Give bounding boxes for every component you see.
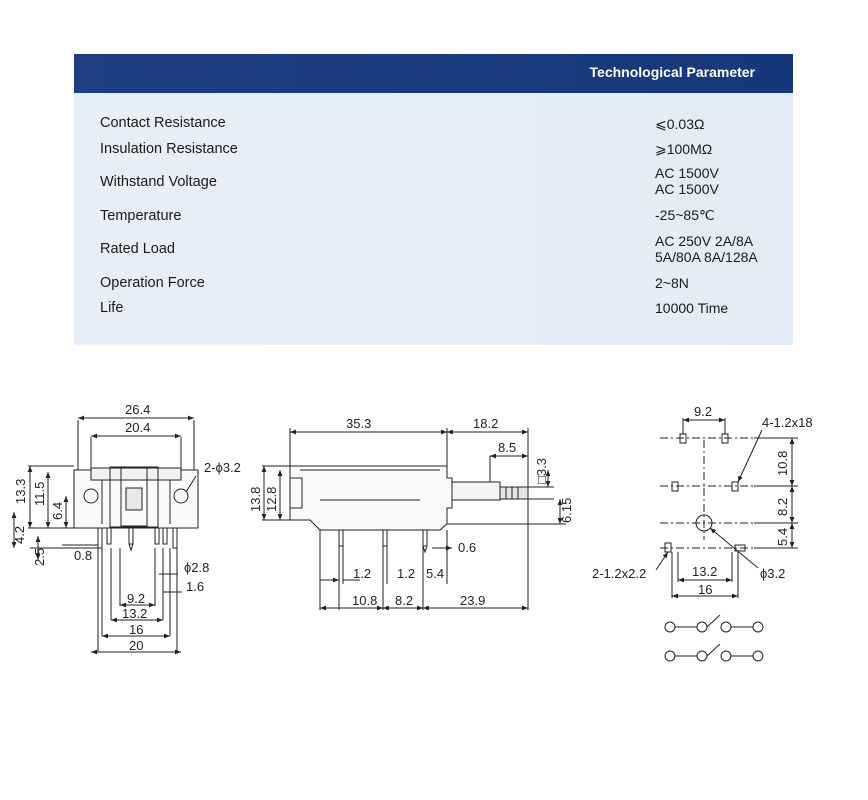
pcb-footprint-drawing (655, 417, 798, 662)
front-dim-9-2: 9.2 (127, 591, 145, 606)
front-dim-26-4: 26.4 (125, 402, 150, 417)
pcb-dim-13-2: 13.2 (692, 564, 717, 579)
front-view-labels: 26.4 20.4 13.3 11.5 6.4 4.2 2.5 0.8 2-ϕ3… (12, 402, 241, 653)
pcb-dim-16: 16 (698, 582, 712, 597)
pcb-dim-5-4: 5.4 (775, 528, 790, 546)
param-label-contact-resistance: Contact Resistance (100, 115, 226, 131)
pcb-slot2-callout: 2-1.2x2.2 (592, 566, 646, 581)
side-dim-23-9: 23.9 (460, 593, 485, 608)
front-dim-13-3: 13.3 (13, 479, 28, 504)
pcb-hole-diameter: ϕ3.2 (760, 566, 785, 581)
param-label-insulation-resistance: Insulation Resistance (100, 141, 238, 157)
side-dim-5-4: 5.4 (426, 566, 444, 581)
param-value-operation-force: 2~8N (655, 275, 689, 291)
side-dim-8-5: 8.5 (498, 440, 516, 455)
side-dim-1-2b: 1.2 (397, 566, 415, 581)
front-dim-0-8: 0.8 (74, 548, 92, 563)
front-dim-20: 20 (129, 638, 143, 653)
front-dim-1-6: 1.6 (186, 579, 204, 594)
side-dim-6-15: 6.15 (559, 498, 574, 523)
side-dim-1-2a: 1.2 (353, 566, 371, 581)
side-dim-12-8: 12.8 (264, 487, 279, 512)
side-dim-35-3: 35.3 (346, 416, 371, 431)
pcb-dim-9-2: 9.2 (694, 404, 712, 419)
front-dim-2-5: 2.5 (32, 548, 47, 566)
front-pin-diameter: ϕ2.8 (184, 560, 209, 575)
param-value-withstand-voltage: AC 1500V AC 1500V (655, 165, 719, 197)
front-dim-11-5: 11.5 (32, 482, 47, 506)
front-dim-13-2: 13.2 (122, 606, 147, 621)
param-label-withstand-voltage: Withstand Voltage (100, 174, 217, 190)
pcb-footprint-labels: 9.2 4-1.2x18 10.8 8.2 5.4 2-1.2x2.2 13.2… (592, 404, 813, 597)
param-label-operation-force: Operation Force (100, 275, 205, 291)
param-label-rated-load: Rated Load (100, 241, 175, 257)
param-label-life: Life (100, 300, 124, 316)
technical-drawings: 26.4 20.4 13.3 11.5 6.4 4.2 2.5 0.8 2-ϕ3… (11, 402, 813, 662)
param-label-temperature: Temperature (100, 208, 182, 224)
param-value-life: 10000 Time (655, 300, 729, 316)
side-dim-8-2: 8.2 (395, 593, 413, 608)
front-dim-20-4: 20.4 (125, 420, 150, 435)
pcb-dim-8-2: 8.2 (775, 498, 790, 516)
param-value-insulation-resistance: ⩾100MΩ (655, 141, 713, 157)
side-dim-13-8: 13.8 (248, 487, 263, 512)
panel-header: Technological Parameter (74, 54, 793, 93)
param-value-contact-resistance: ⩽0.03Ω (655, 116, 705, 132)
front-dim-6-4: 6.4 (50, 502, 65, 520)
param-value-rated-load: AC 250V 2A/8A 5A/80A 8A/128A (655, 233, 758, 265)
param-value-temperature: -25~85℃ (655, 207, 715, 223)
pcb-slot-callout: 4-1.2x18 (762, 415, 813, 430)
front-dim-4-2: 4.2 (12, 526, 27, 544)
side-dim-3-3: □3.3 (534, 458, 549, 484)
side-dim-18-2: 18.2 (473, 416, 498, 431)
front-hole-callout: 2-ϕ3.2 (204, 460, 241, 475)
front-dim-16: 16 (129, 622, 143, 637)
side-view-labels: 35.3 18.2 8.5 □3.3 13.8 12.8 6.15 0.6 1.… (248, 416, 574, 608)
side-view-drawing (261, 428, 566, 611)
front-view-drawing (11, 415, 199, 655)
panel-title: Technological Parameter (589, 64, 755, 80)
side-dim-10-8: 10.8 (352, 593, 377, 608)
side-dim-0-6: 0.6 (458, 540, 476, 555)
pcb-dim-10-8: 10.8 (775, 451, 790, 476)
technological-parameter-panel: Technological Parameter Contact Resistan… (74, 54, 793, 345)
